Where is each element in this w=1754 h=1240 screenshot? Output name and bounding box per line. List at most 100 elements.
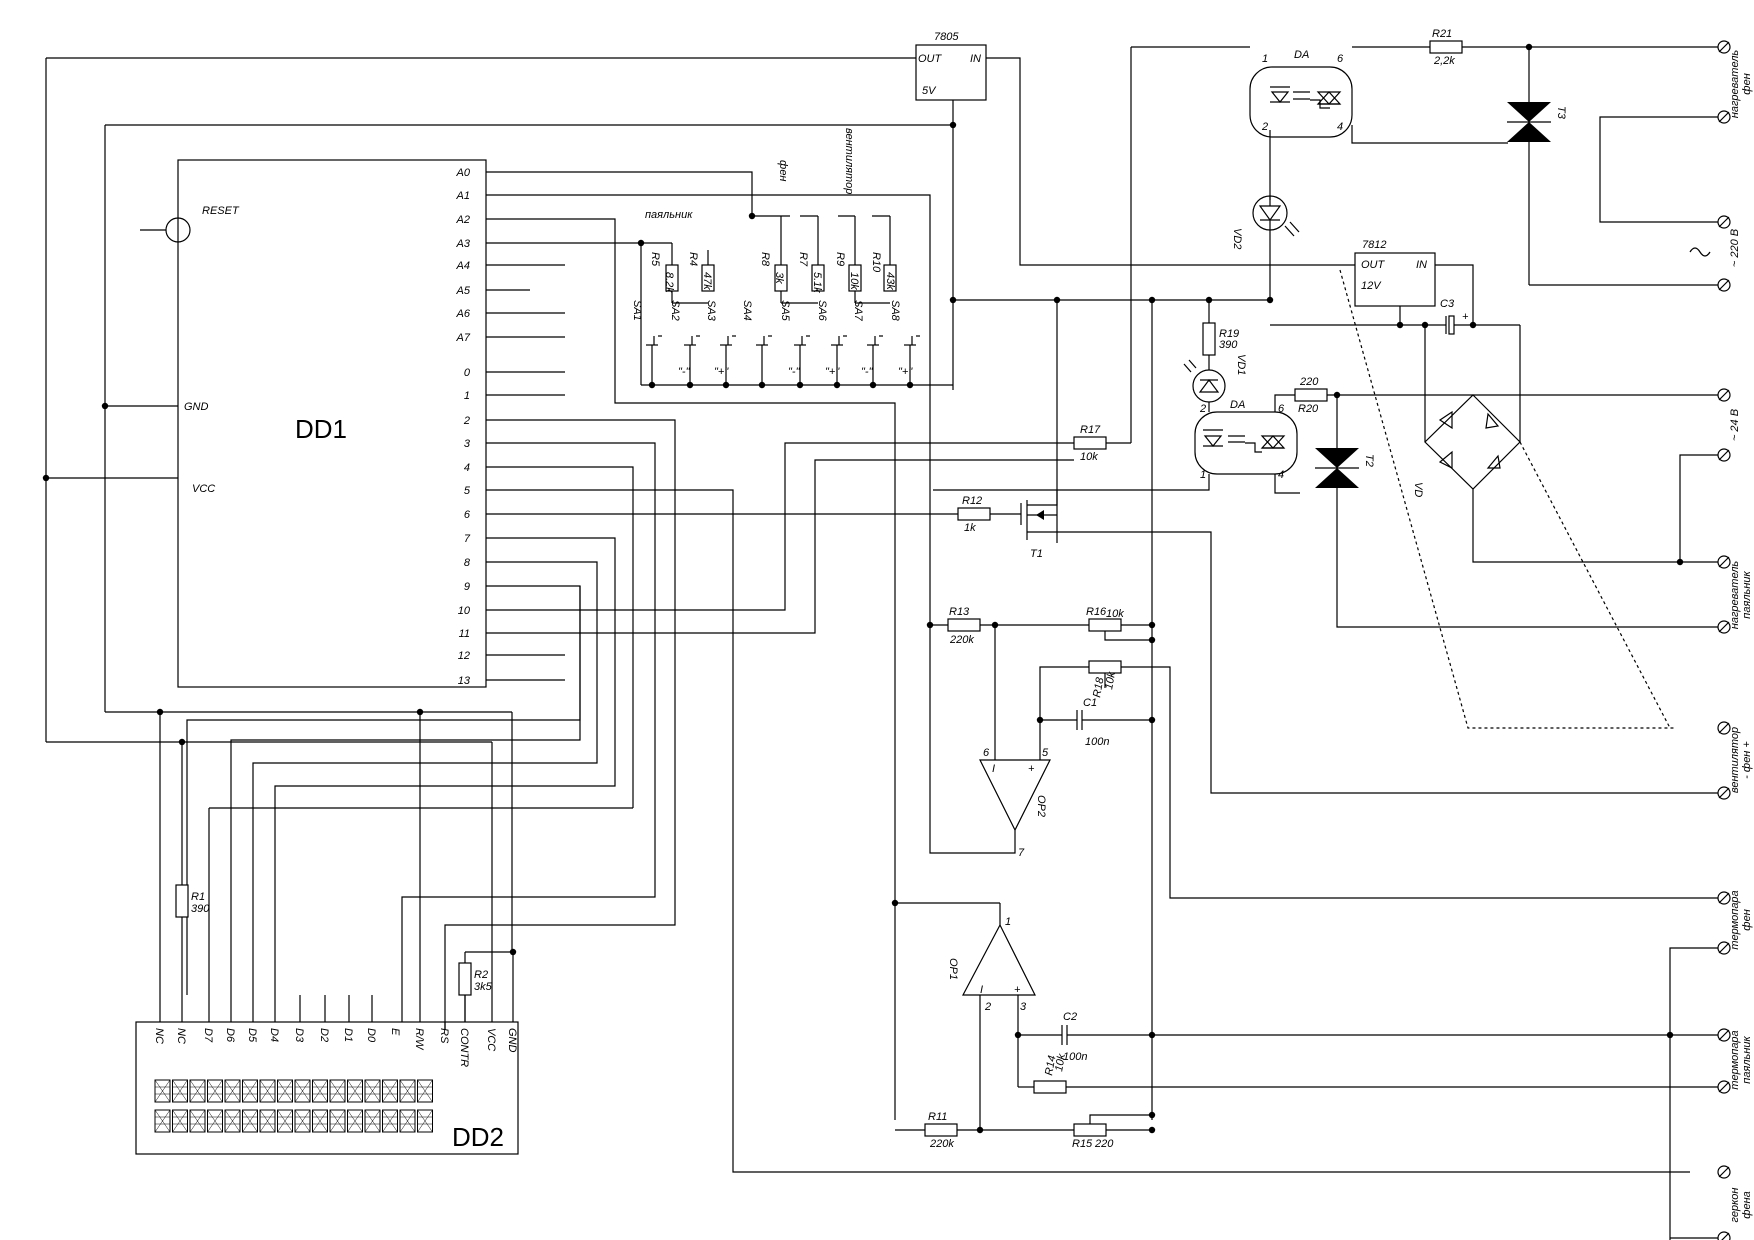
switch-4[interactable]: SA4 xyxy=(741,300,772,385)
r14-ref: R14 xyxy=(1043,1055,1058,1077)
switch-8[interactable]: SA8 xyxy=(889,300,920,385)
ladder-resistor-ref: R5 xyxy=(649,252,661,267)
regulator-7812 xyxy=(1354,252,1436,307)
vd1-label: VD1 xyxy=(1235,354,1247,375)
ladder-resistor-ref: R9 xyxy=(834,252,846,266)
terminal-label-line1: нагреватель xyxy=(1729,50,1741,119)
switch-3[interactable]: SA3 xyxy=(705,300,736,385)
optocoupler-bottom xyxy=(1194,411,1298,475)
terminal-screw[interactable] xyxy=(1717,40,1731,54)
r21-ref: R21 xyxy=(1432,28,1452,40)
dd2-pin-label: D4 xyxy=(268,1028,280,1042)
r17-val: 10k xyxy=(1103,670,1118,690)
dd1-pin-label: 9 xyxy=(464,581,470,593)
c3-plus-sign: + xyxy=(1462,311,1469,323)
reg12-out-label: OUT xyxy=(1361,259,1386,271)
r14-val: 10k xyxy=(1053,1052,1068,1072)
regulator-7805-label: 7805 xyxy=(934,31,959,43)
terminal-screw[interactable] xyxy=(1717,1080,1731,1094)
r20-ref: R20 xyxy=(1298,403,1319,415)
switch-7[interactable]: SA7 xyxy=(852,300,883,385)
r2-val: 3k5 xyxy=(474,981,493,993)
c2-ref: C2 xyxy=(1063,1011,1077,1023)
resistor-r10 xyxy=(883,264,897,292)
dd1-pin-label: 8 xyxy=(464,557,471,569)
potentiometer-r16 xyxy=(1088,618,1122,632)
lcd-character-grid xyxy=(154,1079,433,1133)
t3-label: T3 xyxy=(1555,106,1567,120)
r1-val: 390 xyxy=(191,903,210,915)
terminal-label-line1: термопара xyxy=(1729,1030,1741,1089)
ladder-resistor-val: 47k xyxy=(701,272,713,290)
opto-bottom-pin1: 1 xyxy=(1200,469,1206,481)
group-label-solder: паяльник xyxy=(645,209,693,221)
switch-label: SA6 xyxy=(816,300,828,322)
dd1-pin-label: A1 xyxy=(456,190,470,202)
dd1-pin-label: 7 xyxy=(464,533,471,545)
terminal-screw[interactable] xyxy=(1717,215,1731,229)
op1-minus: I xyxy=(980,984,983,996)
output-terminals xyxy=(1599,40,1731,1240)
opto-top-pin2: 2 xyxy=(1261,121,1268,133)
terminal-screw[interactable] xyxy=(1717,448,1731,462)
switch-mark: "+" xyxy=(714,366,729,378)
switch-mark: "-" xyxy=(678,366,691,378)
opto-top-pin1: 1 xyxy=(1262,53,1268,65)
terminal-screw[interactable] xyxy=(1717,555,1731,569)
opamp-op1 xyxy=(962,923,1036,996)
opto-top-label: DA xyxy=(1294,49,1309,61)
terminal-screw[interactable] xyxy=(1717,891,1731,905)
vd2-label: VD2 xyxy=(1231,228,1243,249)
terminal-screw[interactable] xyxy=(1717,1231,1731,1240)
r17-ref: R18 xyxy=(1091,676,1106,699)
op1-label: OP1 xyxy=(947,958,959,980)
r13-val: 220k xyxy=(949,634,974,646)
dd2-pin-label: D1 xyxy=(342,1028,354,1042)
switch-2[interactable]: SA2 xyxy=(669,300,700,385)
terminal-screw[interactable] xyxy=(1717,721,1731,735)
terminal-screw[interactable] xyxy=(1717,388,1731,402)
terminal-screw[interactable] xyxy=(1717,941,1731,955)
terminal-screw[interactable] xyxy=(1717,278,1731,292)
resistor-r21 xyxy=(1429,40,1463,54)
opto-top-pin4: 4 xyxy=(1337,121,1343,133)
r18-ref: R15 xyxy=(1072,1138,1093,1150)
opto-top-pin6: 6 xyxy=(1337,53,1344,65)
resistor-r1 xyxy=(175,884,189,918)
terminal-screw[interactable] xyxy=(1717,110,1731,124)
dd2-pin-label: D0 xyxy=(365,1028,377,1043)
c1-val: 100n xyxy=(1085,736,1109,748)
op2-pin7: 7 xyxy=(1018,847,1025,859)
dd1-pin-label: A4 xyxy=(456,260,470,272)
r19-val: 390 xyxy=(1219,339,1238,351)
r11-ref: R11 xyxy=(928,1111,947,1123)
op1-pin3: 3 xyxy=(1020,1001,1027,1013)
op2-pin6: 6 xyxy=(983,747,990,759)
dd1-pin-label: 0 xyxy=(464,367,471,379)
resistor-r7 xyxy=(811,264,825,292)
terminal-label-line1: геркон xyxy=(1729,1188,1741,1223)
op2-pin5: 5 xyxy=(1042,747,1049,759)
terminal-screw[interactable] xyxy=(1717,786,1731,800)
optocoupler-top xyxy=(1249,66,1353,138)
regulator-7812-label: 7812 xyxy=(1362,239,1386,251)
switch-1[interactable]: SA1 xyxy=(631,300,662,385)
opto-bottom-label: DA xyxy=(1230,399,1245,411)
dd1-pin-label: 1 xyxy=(464,390,470,402)
switch-5[interactable]: SA5 xyxy=(779,300,810,385)
switch-mark: "+" xyxy=(825,366,840,378)
dd1-pin-label: 11 xyxy=(459,628,470,640)
terminal-screw[interactable] xyxy=(1717,1165,1731,1179)
terminal-screw[interactable] xyxy=(1717,620,1731,634)
terminal-screw[interactable] xyxy=(1717,1028,1731,1042)
switch-6[interactable]: SA6 xyxy=(816,300,847,385)
switch-label: SA4 xyxy=(741,300,753,321)
switch-label: SA8 xyxy=(889,300,901,322)
switch-label: SA7 xyxy=(852,300,864,322)
dd2-pin-label: D2 xyxy=(318,1028,330,1042)
op2-label: OP2 xyxy=(1035,795,1047,817)
